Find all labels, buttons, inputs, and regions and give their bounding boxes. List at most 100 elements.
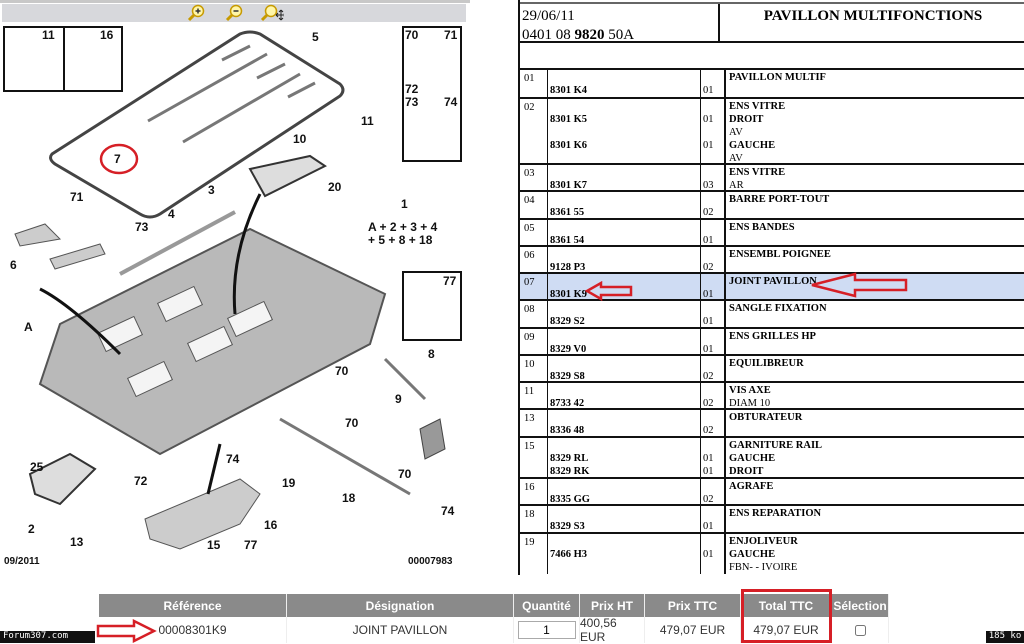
row-number-text: 10 (524, 359, 535, 370)
selection-cell (832, 617, 889, 643)
part-qty-text: 02 (703, 425, 714, 436)
callout: 9 (395, 392, 402, 406)
part-qty-text: 01 (703, 453, 714, 464)
sheet-date: 29/06/11 (522, 8, 575, 24)
row-number: 09 (524, 329, 547, 354)
pan-zoom-icon[interactable] (260, 4, 284, 22)
callout-formula: A + 2 + 3 + 4 (368, 220, 438, 234)
part-ref-text: 8301 K4 (550, 85, 588, 96)
callout: 8 (428, 347, 435, 361)
part-quantity: 02 (700, 356, 724, 382)
row-number-text: 19 (524, 537, 535, 548)
callout: 73 (405, 95, 419, 109)
diagram-drawing (14, 30, 446, 550)
callout: 4 (168, 207, 175, 221)
diagram-number: 00007983 (408, 556, 453, 567)
part-desc-text: GARNITURE RAIL (729, 440, 823, 451)
callout: A (24, 320, 33, 334)
part-desc-text: ENJOLIVEUR (729, 536, 798, 547)
row-number: 02 (524, 99, 547, 163)
sheet-title: PAVILLON MULTIFONCTIONS (763, 8, 983, 24)
part-description: OBTURATEUR (724, 410, 1024, 436)
callout-formula: + 5 + 8 + 18 (368, 233, 433, 247)
part-reference: 8335 GG (547, 479, 700, 505)
part-desc-text: FBN- - IVOIRE (729, 562, 798, 573)
part-ref-text: 8361 54 (550, 235, 585, 246)
part-desc-text: DROIT (729, 466, 764, 477)
part-ref-text: 8329 V0 (550, 344, 587, 355)
callout: 72 (134, 474, 148, 488)
part-quantity: 03 (700, 165, 724, 191)
part-qty-text: 03 (703, 180, 714, 191)
callout: 3 (208, 183, 215, 197)
watermark: Forum307.com (0, 631, 95, 643)
col-price-ttc: Prix TTC (645, 594, 741, 617)
row-number-text: 07 (524, 277, 535, 288)
part-reference: 7466 H3 (547, 534, 700, 574)
file-size: 185 ko (986, 631, 1024, 643)
part-quantity: 01 (700, 534, 724, 574)
part-quantity: 02 (700, 247, 724, 273)
row-number-text: 04 (524, 195, 535, 206)
part-reference: 8301 K9 (547, 274, 700, 300)
part-qty-text: 01 (703, 85, 714, 96)
part-quantity: 01 (700, 220, 724, 246)
part-inset-screws (402, 26, 462, 162)
row-number: 04 (524, 192, 547, 218)
callout: 6 (10, 258, 17, 272)
selection-checkbox[interactable] (854, 624, 866, 636)
col-designation: Désignation (287, 594, 514, 617)
part-quantity: 02 (700, 192, 724, 218)
part-reference: 8361 55 (547, 192, 700, 218)
callout: 11 (42, 28, 55, 42)
row-number: 18 (524, 506, 547, 532)
part-reference: 8733 42 (547, 383, 700, 409)
part-reference: 8329 S2 (547, 301, 700, 327)
part-description: BARRE PORT-TOUT (724, 192, 1024, 218)
zoom-in-icon[interactable] (184, 4, 208, 22)
part-inset-16 (63, 26, 123, 92)
row-number-text: 03 (524, 168, 535, 179)
row-number-text: 15 (524, 441, 535, 452)
part-quantity: 01 (700, 329, 724, 355)
part-qty-text: 02 (703, 398, 714, 409)
part-desc-text: ENS BANDES (729, 222, 795, 233)
callout: 77 (244, 538, 258, 552)
callout: 70 (398, 467, 412, 481)
quantity-input[interactable] (517, 621, 576, 639)
zoom-out-icon[interactable] (222, 4, 246, 22)
part-ref-text: 8329 S8 (550, 371, 585, 382)
part-ref-text: 9128 P3 (550, 262, 586, 273)
part-qty-text: 02 (703, 262, 714, 273)
row-number: 19 (524, 534, 547, 574)
callout: 5 (312, 30, 319, 44)
part-description: JOINT PAVILLON (724, 274, 1024, 299)
row-number: 05 (524, 220, 547, 245)
col-price-ht: Prix HT (580, 594, 645, 617)
callout: 70 (335, 364, 349, 378)
part-desc-text: VIS AXE (729, 385, 771, 396)
row-number: 07 (524, 274, 547, 299)
part-desc-text: GAUCHE (729, 140, 776, 151)
